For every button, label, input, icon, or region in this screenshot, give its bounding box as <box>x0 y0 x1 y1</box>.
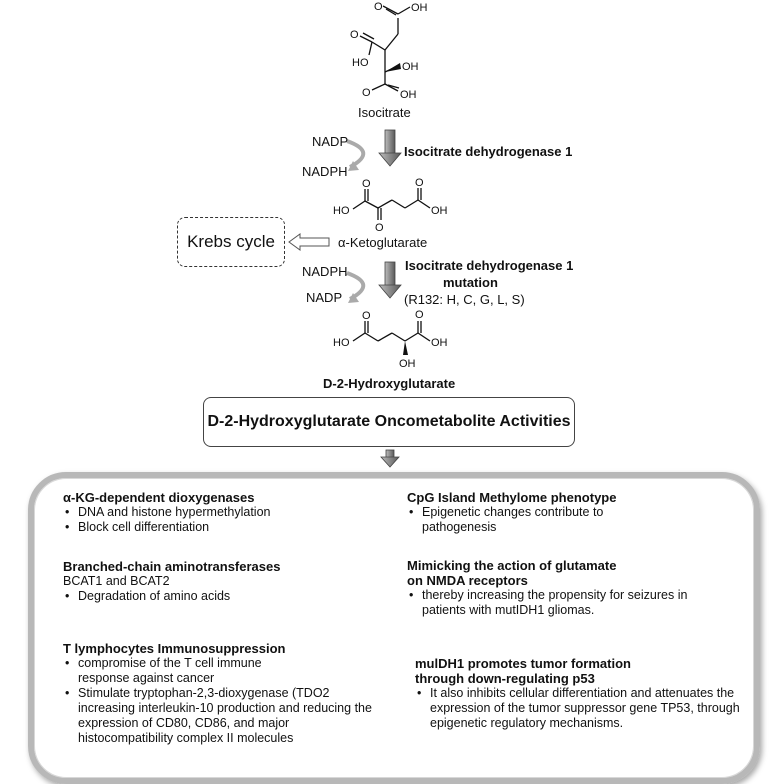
step1-cofactor-out: NADPH <box>302 164 348 179</box>
akg-structure <box>352 188 431 220</box>
isocitrate-atom-o-top: O <box>374 1 383 13</box>
akg-atom-o-keto: O <box>375 222 384 234</box>
reaction-arrow-3 <box>380 449 400 468</box>
section-subtitle: BCAT1 and BCAT2 <box>63 574 170 588</box>
cofactor-curve-1 <box>346 139 366 171</box>
isocitrate-atom-ho-left: HO <box>352 57 369 69</box>
isocitrate-label: Isocitrate <box>358 105 411 120</box>
krebs-cycle-label: Krebs cycle <box>187 232 275 251</box>
akg-atom-o-right: O <box>415 177 424 189</box>
list-item: Degradation of amino acids <box>65 589 363 604</box>
d2hg-atom-ho: HO <box>333 337 350 349</box>
step2-enzyme-line2: mutation <box>443 275 498 290</box>
section-title: T lymphocytes Immunosuppression <box>63 641 286 656</box>
oncometabolite-activities-box: D-2-Hydroxyglutarate Oncometabolite Acti… <box>203 397 575 447</box>
d2hg-structure <box>352 321 431 342</box>
step2-enzyme-line1: Isocitrate dehydrogenase 1 <box>405 258 574 273</box>
isocitrate-atom-oh-top: OH <box>411 2 428 14</box>
akg-atom-ho: HO <box>333 205 350 217</box>
step1-cofactor-in: NADP <box>312 134 349 149</box>
isocitrate-atom-oh-right: OH <box>402 61 419 73</box>
section-title-line1: Mimicking the action of glutamate <box>407 558 617 573</box>
krebs-cycle-box: Krebs cycle <box>177 217 285 267</box>
d2hg-atom-oh-bottom: OH <box>399 358 416 370</box>
section-t-lymphocytes: T lymphocytes Immunosuppression compromi… <box>63 641 375 746</box>
section-title: α-KG-dependent dioxygenases <box>63 490 255 505</box>
krebs-arrow <box>288 233 330 251</box>
list-item: It also inhibits cellular differentiatio… <box>417 686 750 731</box>
section-title-line2: on NMDA receptors <box>407 573 528 588</box>
d2hg-atom-oh-right: OH <box>431 337 448 349</box>
list-item: Epigenetic changes contribute to pathoge… <box>409 505 632 535</box>
akg-atom-o-left: O <box>362 178 371 190</box>
step2-cofactor-in: NADPH <box>302 264 348 279</box>
d2hg-atom-o-right: O <box>415 309 424 321</box>
isocitrate-atom-oh-bottom: OH <box>400 89 417 101</box>
section-nmda: Mimicking the action of glutamate on NMD… <box>407 558 727 618</box>
pathway-diagram: OH O O HO OH O OH Isocitrate HO OH O O O… <box>288 1 455 468</box>
isocitrate-structure <box>359 5 411 92</box>
section-branched-chain: Branched-chain aminotransferases BCAT1 a… <box>63 559 363 604</box>
d2hg-wedge <box>403 341 408 355</box>
isocitrate-atom-o-left: O <box>350 29 359 41</box>
d2hg-atom-o-left: O <box>362 310 371 322</box>
section-title: CpG Island Methylome phenotype <box>407 490 617 505</box>
isocitrate-wedge <box>385 63 401 72</box>
section-title-line1: mulDH1 promotes tumor formation <box>415 656 631 671</box>
reaction-arrow-1 <box>378 129 402 167</box>
step1-enzyme: Isocitrate dehydrogenase 1 <box>404 144 573 159</box>
step2-cofactor-out: NADP <box>306 290 343 305</box>
akg-label: α-Ketoglutarate <box>338 235 427 250</box>
section-title: Branched-chain aminotransferases <box>63 559 281 574</box>
oncometabolite-activities-title: D-2-Hydroxyglutarate Oncometabolite Acti… <box>207 413 571 430</box>
section-akg-dioxygenases: α-KG-dependent dioxygenases DNA and hist… <box>63 490 363 535</box>
list-item: Stimulate tryptophan-2,3-dioxygenase (TD… <box>65 686 378 746</box>
list-item: DNA and histone hypermethylation <box>65 505 363 520</box>
section-cpg-island: CpG Island Methylome phenotype Epigeneti… <box>407 490 707 535</box>
akg-atom-oh: OH <box>431 205 448 217</box>
list-item: compromise of the T cell immune response… <box>65 656 308 686</box>
section-title-line2: through down-regulating p53 <box>415 671 595 686</box>
step2-variants: (R132: H, C, G, L, S) <box>404 292 525 307</box>
d2hg-label: D-2-Hydroxyglutarate <box>323 376 455 391</box>
list-item: thereby increasing the propensity for se… <box>409 588 692 618</box>
isocitrate-atom-o-bottom: O <box>362 87 371 99</box>
cofactor-curve-2 <box>346 271 366 303</box>
reaction-arrow-2 <box>378 261 402 299</box>
activities-panel <box>28 472 760 784</box>
list-item: Block cell differentiation <box>65 520 363 535</box>
section-muldh1: mulDH1 promotes tumor formation through … <box>415 656 745 731</box>
